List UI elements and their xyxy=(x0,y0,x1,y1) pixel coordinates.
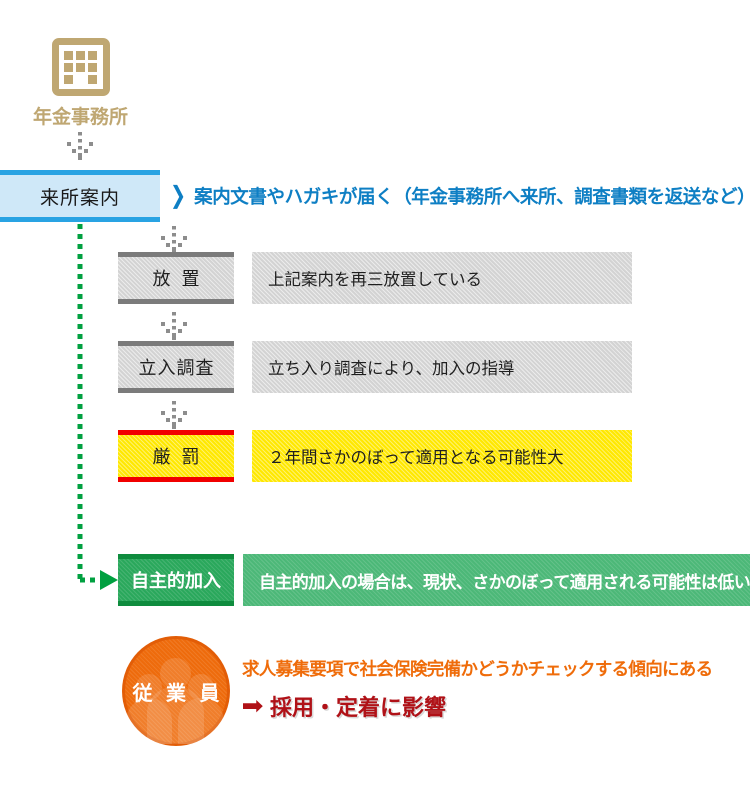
step-label-voluntary[interactable]: 自主的加入 xyxy=(118,554,234,606)
step-description-inspection: 立ち入り調査により、加入の指導 xyxy=(252,341,632,393)
arrow-inspection-to-penalty xyxy=(157,401,191,435)
employee-note-line2: 採用・定着に影響 xyxy=(269,695,446,720)
visit-caption-text: 案内文書やハガキが届く（年金事務所へ来所、調査書類を返送など） xyxy=(194,186,750,207)
office-label: 年金事務所 xyxy=(32,107,128,128)
visit-guidance-row: 来所案内 ❯ 案内文書やハガキが届く（年金事務所へ来所、調査書類を返送など） xyxy=(0,170,750,222)
step-label-inspection[interactable]: 立入調査 xyxy=(118,341,234,393)
visit-guidance-box[interactable]: 来所案内 xyxy=(0,170,160,222)
step-description-penalty: ２年間さかのぼって適用となる可能性大 xyxy=(252,430,632,482)
arrow-right-icon: ➡ xyxy=(241,691,264,720)
office-building-icon xyxy=(51,38,110,96)
step-label-penalty[interactable]: 厳 罰 xyxy=(118,430,234,482)
person-body-right xyxy=(178,698,224,744)
person-head-center xyxy=(160,658,191,689)
person-body-center xyxy=(147,687,204,744)
employee-note-line1: 求人募集要項で社会保険完備かどうかチェックする傾向にある xyxy=(242,659,713,679)
office-node: 年金事務所 xyxy=(18,38,143,129)
step-label-neglect[interactable]: 放 置 xyxy=(118,252,234,304)
green-arrowhead xyxy=(100,570,118,590)
person-body-left xyxy=(126,698,172,744)
employee-circle xyxy=(122,636,230,746)
person-head-right xyxy=(188,674,214,700)
visit-caption: ❯ 案内文書やハガキが届く（年金事務所へ来所、調査書類を返送など） xyxy=(168,170,750,222)
step-description-neglect: 上記案内を再三放置している xyxy=(252,252,632,304)
employee-impact-row: ➡ 採用・定着に影響 xyxy=(241,690,750,722)
employee-notes: 求人募集要項で社会保険完備かどうかチェックする傾向にある ➡ 採用・定着に影響 xyxy=(241,655,750,722)
chevron-right-icon: ❯ xyxy=(170,182,187,209)
person-head-left xyxy=(136,674,162,700)
employee-label: 従 業 員 xyxy=(132,682,224,705)
step-description-voluntary: 自主的加入の場合は、現状、さかのぼって適用される可能性は低い xyxy=(243,554,750,606)
arrow-office-to-visit xyxy=(63,132,97,166)
arrow-neglect-to-inspection xyxy=(157,312,191,346)
employee-node: 従 業 員 xyxy=(122,636,230,746)
